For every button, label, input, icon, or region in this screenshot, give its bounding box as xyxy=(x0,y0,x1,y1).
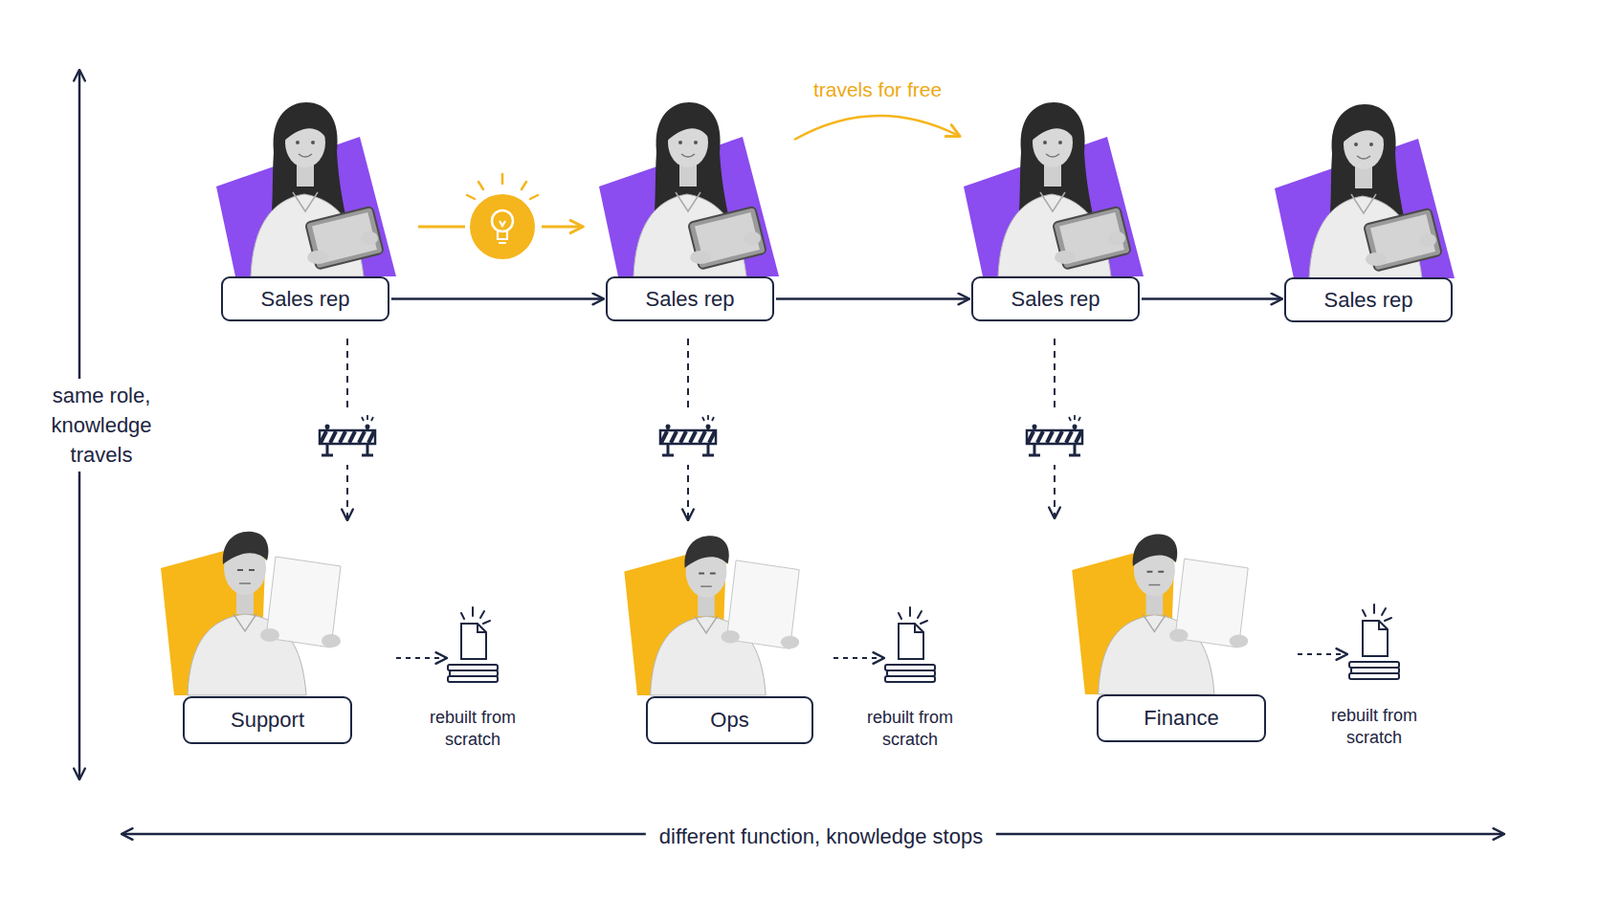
sales-rep-photo xyxy=(599,102,779,277)
sales-rep-box: Sales rep xyxy=(971,276,1140,322)
flow-arrow xyxy=(776,297,969,301)
rebuilt-document-icon xyxy=(447,607,498,683)
travel-curve xyxy=(794,115,959,140)
flow-arrow xyxy=(391,297,603,301)
outcome-note: rebuilt from scratch xyxy=(856,707,964,752)
flow-arrow xyxy=(1141,297,1282,301)
dashed-arrow xyxy=(396,657,446,660)
rebuilt-document-icon xyxy=(885,607,935,683)
support-photo xyxy=(160,532,341,696)
sales-rep-photo xyxy=(963,102,1144,277)
sales-rep-box: Sales rep xyxy=(605,276,775,322)
support-box: Support xyxy=(162,521,355,745)
sales-rep-photo xyxy=(216,102,397,277)
node-label: Finance xyxy=(1143,706,1219,732)
sales-rep-box: Sales rep xyxy=(1284,277,1453,323)
finance-photo xyxy=(1071,533,1248,695)
axis-label: different function, knowledge stops xyxy=(645,821,997,853)
lightbulb-idea xyxy=(418,174,582,260)
outcome-note: rebuilt from scratch xyxy=(1320,705,1428,750)
ops-box: Ops xyxy=(622,521,816,745)
label-box: Finance xyxy=(1096,694,1267,743)
label-box: Ops xyxy=(645,696,814,745)
node-label: Ops xyxy=(710,708,749,734)
sales-rep-box: Sales rep xyxy=(221,276,390,322)
axis-label: same role, knowledge travels xyxy=(28,378,175,472)
sales-rep-photo xyxy=(1274,104,1455,279)
node-label: Sales rep xyxy=(261,287,351,312)
rebuilt-document-icon xyxy=(1349,604,1400,680)
outcome-note: rebuilt from scratch xyxy=(419,707,527,752)
dashed-arrow xyxy=(1297,653,1347,656)
node-label: Support xyxy=(230,708,305,734)
barrier-symbol xyxy=(314,411,380,466)
barrier-symbol xyxy=(655,411,721,466)
barrier-symbol xyxy=(1022,411,1088,466)
ops-photo xyxy=(623,535,800,696)
finance-box: Finance xyxy=(1043,519,1268,743)
label-box: Support xyxy=(182,696,353,745)
node-label: Sales rep xyxy=(1011,287,1101,312)
node-label: Sales rep xyxy=(1324,288,1414,313)
travel-note: travels for free xyxy=(781,76,974,103)
node-label: Sales rep xyxy=(645,287,735,312)
dashed-arrow xyxy=(833,657,884,660)
